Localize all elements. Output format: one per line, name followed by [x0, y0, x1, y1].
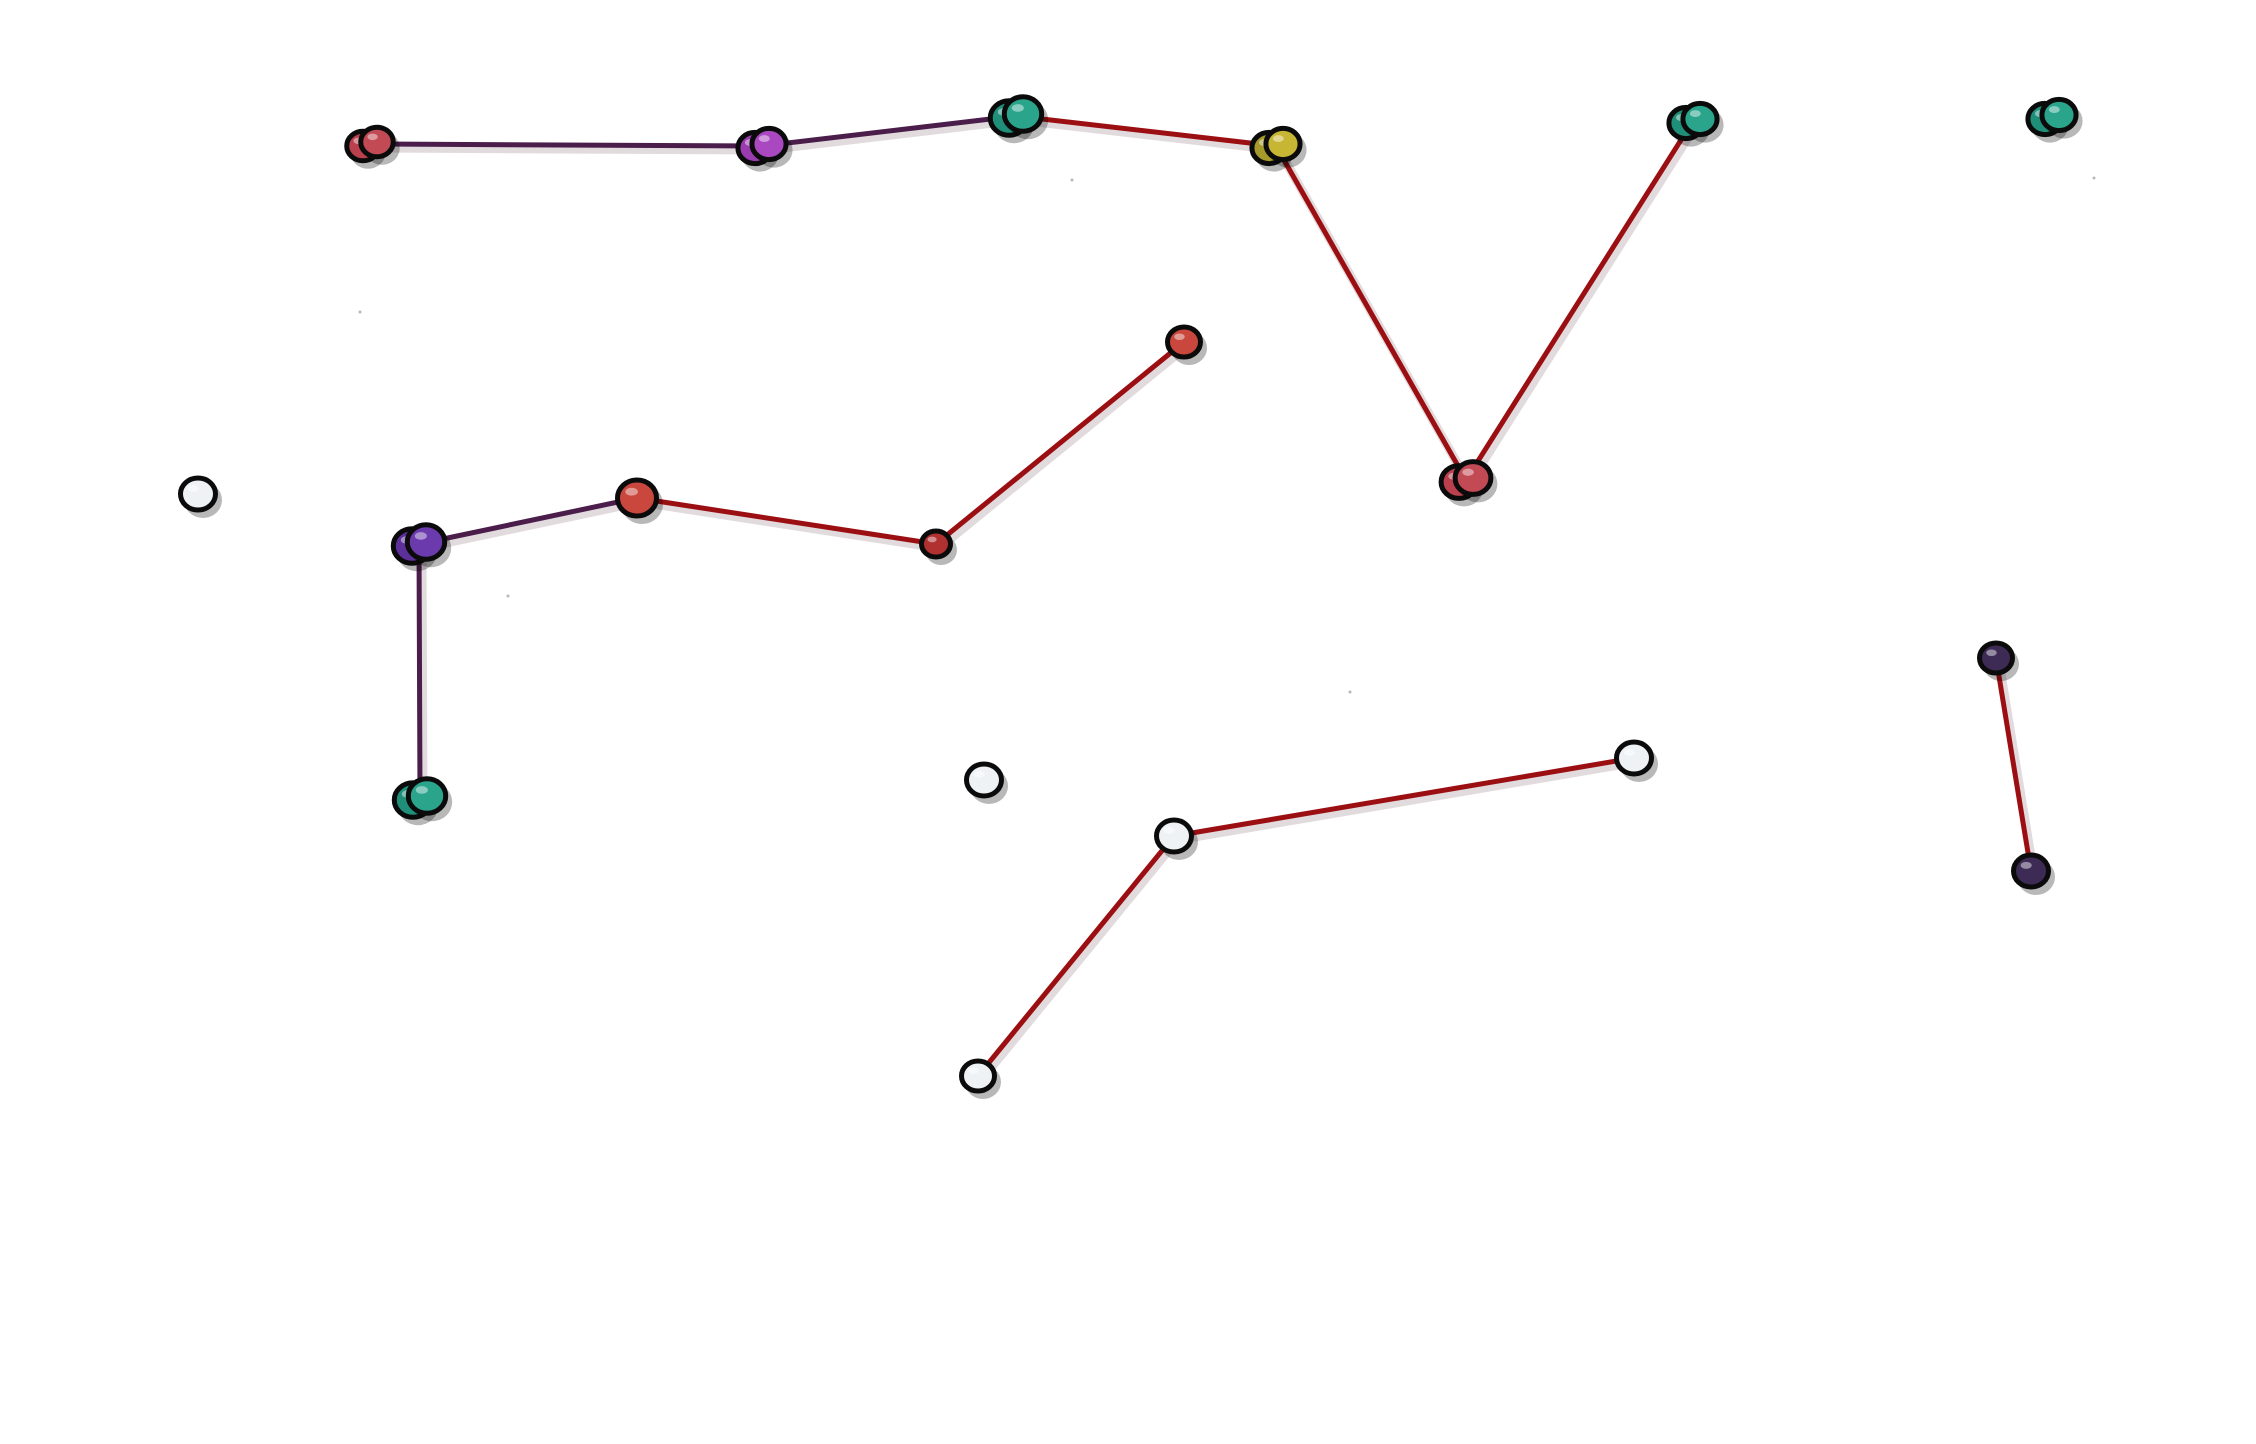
edge-c12-c8[interactable]	[933, 339, 1187, 547]
node[interactable]	[404, 522, 448, 562]
node-cluster-c15[interactable]	[1154, 817, 1199, 860]
node-cluster-c1[interactable]	[344, 124, 400, 169]
edge-c11-c12[interactable]	[634, 495, 939, 547]
nodes-layer	[178, 94, 2083, 1099]
node-cluster-c13[interactable]	[391, 776, 453, 826]
edge-shadow	[635, 497, 944, 553]
node-cluster-c6[interactable]	[2025, 96, 2083, 143]
node[interactable]	[2011, 852, 2051, 890]
edge-shadow	[934, 341, 1192, 553]
node-highlight	[625, 487, 638, 496]
edges-layer	[367, 113, 2039, 1085]
node[interactable]	[1614, 739, 1654, 777]
node[interactable]	[178, 475, 218, 513]
edge-shadow	[1014, 115, 1284, 155]
node-cluster-c14[interactable]	[964, 761, 1009, 804]
node[interactable]	[1452, 459, 1494, 497]
node-highlight	[927, 536, 937, 543]
edge-c10-c13[interactable]	[416, 541, 423, 801]
edge-shadow	[368, 143, 770, 155]
edge-shadow	[417, 543, 428, 807]
edge-c18-c19[interactable]	[1993, 655, 2034, 874]
node-highlight	[1163, 826, 1175, 834]
node-highlight	[187, 484, 199, 492]
node-cluster-c17[interactable]	[959, 1058, 1002, 1099]
edge-shadow	[1172, 757, 1642, 845]
node-highlight	[367, 133, 378, 141]
node-highlight	[968, 1067, 979, 1075]
edge-shadow	[976, 835, 1182, 1085]
edge-c4-c7[interactable]	[1273, 143, 1469, 483]
edge-c2-c3[interactable]	[759, 113, 1019, 149]
speck	[1348, 690, 1352, 694]
node-highlight	[758, 135, 770, 142]
node-highlight	[415, 786, 428, 794]
node-highlight	[1011, 104, 1024, 112]
node-cluster-c7[interactable]	[1438, 459, 1498, 507]
node[interactable]	[919, 528, 953, 560]
node-cluster-c8[interactable]	[1165, 324, 1208, 365]
node[interactable]	[358, 124, 396, 160]
node-cluster-c5[interactable]	[1666, 100, 1724, 147]
node[interactable]	[1977, 640, 2015, 676]
node-cluster-c18[interactable]	[1977, 640, 2020, 681]
edge-c15-c16[interactable]	[1171, 755, 1637, 839]
node[interactable]	[1263, 125, 1303, 163]
node-highlight	[414, 532, 427, 540]
node[interactable]	[1680, 100, 1720, 138]
edge-c17-c15[interactable]	[975, 833, 1177, 1079]
node[interactable]	[615, 477, 659, 519]
node[interactable]	[405, 776, 449, 816]
node[interactable]	[964, 761, 1004, 799]
node[interactable]	[2039, 96, 2079, 134]
node-highlight	[1689, 110, 1701, 117]
node-highlight	[973, 770, 985, 778]
edge-c10-c11[interactable]	[416, 495, 640, 547]
node-cluster-c19[interactable]	[2011, 852, 2056, 895]
node-highlight	[1462, 468, 1474, 476]
edge-c3-c4[interactable]	[1013, 113, 1279, 149]
node-highlight	[2048, 106, 2060, 113]
edge-shadow	[1464, 120, 1701, 489]
node[interactable]	[959, 1058, 997, 1094]
edge-c1-c2[interactable]	[367, 141, 765, 149]
edge-shadow	[760, 115, 1024, 155]
edge-c7-c5[interactable]	[1463, 118, 1696, 483]
node-cluster-c3[interactable]	[987, 94, 1049, 144]
background-specks	[358, 176, 2096, 694]
node-cluster-c4[interactable]	[1249, 125, 1307, 172]
node[interactable]	[749, 125, 789, 163]
node-cluster-c9[interactable]	[178, 475, 223, 518]
node-highlight	[2020, 861, 2032, 869]
speck	[358, 310, 362, 314]
edge-shadow	[417, 497, 645, 553]
node-highlight	[1623, 748, 1635, 756]
node-cluster-c11[interactable]	[615, 477, 664, 524]
node-cluster-c16[interactable]	[1614, 739, 1659, 782]
node-cluster-c2[interactable]	[735, 125, 793, 172]
node-highlight	[1174, 333, 1185, 341]
node-cluster-c12[interactable]	[919, 528, 958, 565]
node[interactable]	[1001, 94, 1045, 134]
node-highlight	[1986, 649, 1997, 657]
speck	[1070, 178, 1074, 182]
node-highlight	[1272, 135, 1284, 142]
speck	[506, 594, 510, 598]
node[interactable]	[1154, 817, 1194, 855]
speck	[2092, 176, 2096, 180]
node[interactable]	[1165, 324, 1203, 360]
node-cluster-c10[interactable]	[390, 522, 452, 572]
